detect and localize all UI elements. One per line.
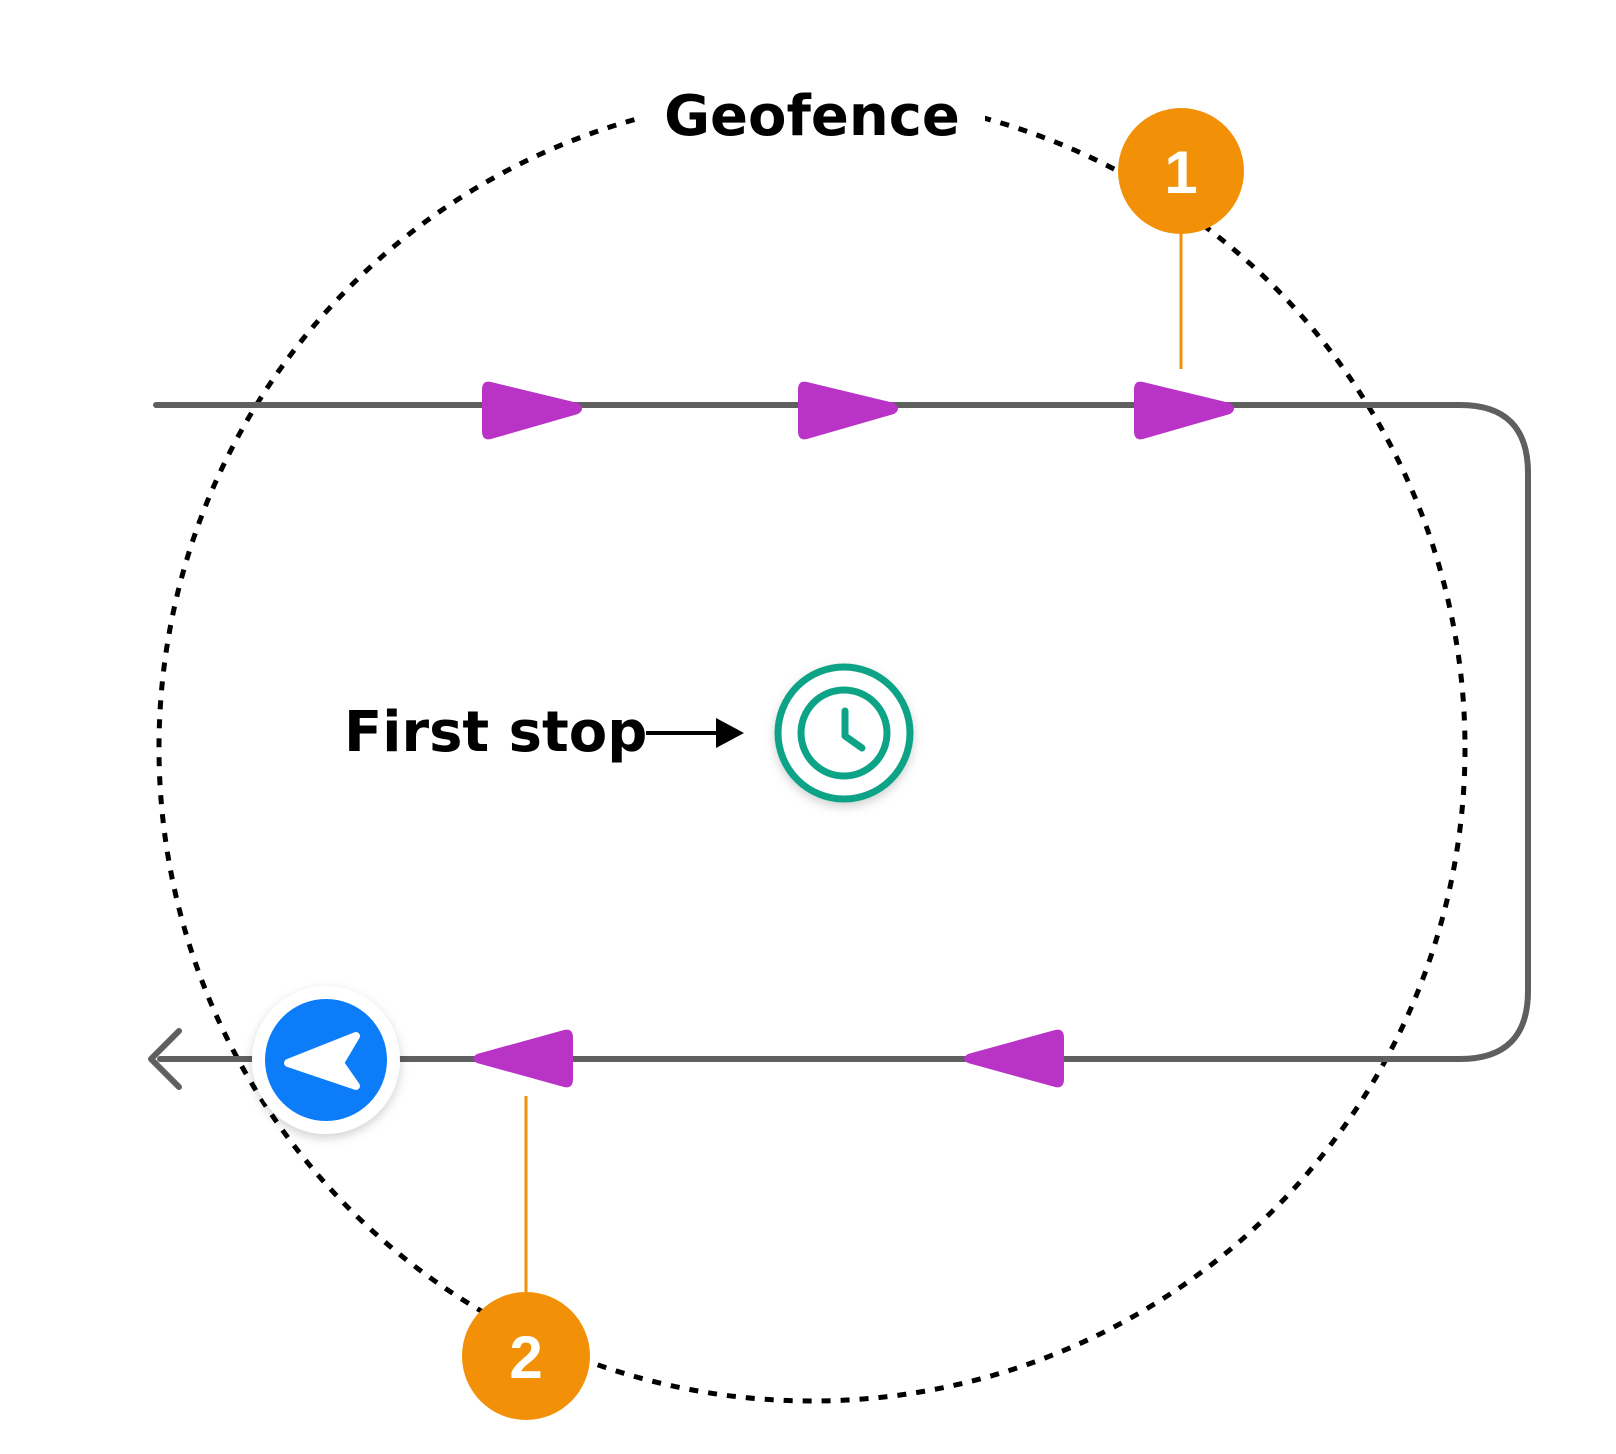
first-stop-pointer-head xyxy=(716,718,744,748)
direction-arrow-icon xyxy=(964,1029,1064,1088)
marker-2-badge xyxy=(462,1292,590,1420)
navigation-arrow-icon xyxy=(284,1032,360,1090)
clock-icon xyxy=(774,663,914,803)
marker-2-number: 2 xyxy=(509,1324,542,1391)
geofence-label-bg xyxy=(640,80,985,160)
marker-1-badge xyxy=(1118,108,1244,234)
first-stop-label: First stop xyxy=(344,700,647,765)
vehicle-icon xyxy=(252,986,400,1134)
direction-arrow-icon xyxy=(473,1029,573,1088)
direction-arrow-icon xyxy=(798,381,898,440)
marker-1-number: 1 xyxy=(1164,139,1197,206)
chevron-left-icon xyxy=(148,1028,182,1090)
marker-1: 1 xyxy=(1118,108,1244,234)
route-line xyxy=(153,402,1531,1062)
direction-arrow-icon xyxy=(1134,381,1234,440)
direction-arrow-icon xyxy=(482,381,582,440)
geofence-boundary xyxy=(156,92,1468,1404)
geofence-label: Geofence xyxy=(664,84,960,149)
marker-2: 2 xyxy=(462,1292,590,1420)
